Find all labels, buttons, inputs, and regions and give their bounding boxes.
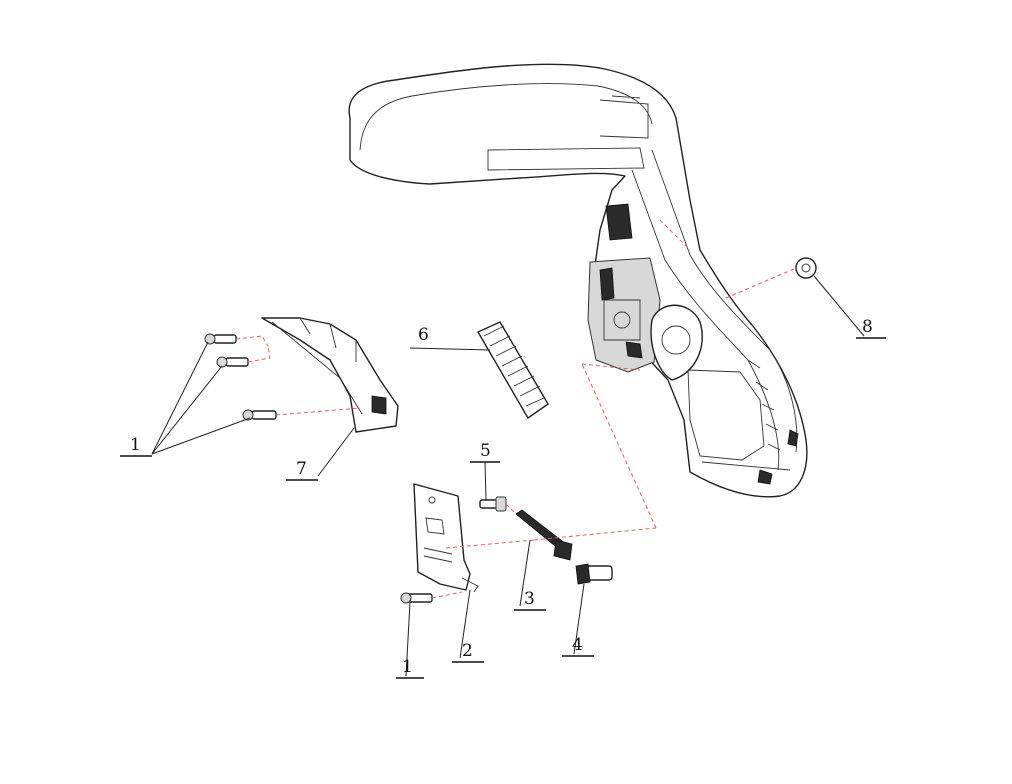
assembly-dashed-lines [235, 219, 797, 599]
callout-8-washer: 8 [862, 317, 873, 337]
part-1-screw-middle [216, 356, 249, 368]
part-6-spring [477, 321, 549, 419]
part-3-long-bolt [515, 509, 573, 561]
callout-7-bracket: 7 [296, 459, 307, 479]
callout-2-plate: 2 [462, 641, 473, 661]
part-4-nut [575, 563, 613, 585]
callout-6-spring: 6 [418, 325, 429, 345]
part-1-screw-upper [204, 333, 237, 345]
callout-1-screw-plate: 1 [402, 657, 413, 677]
leader-lines [120, 275, 886, 679]
part-1-screw-lower [242, 409, 277, 421]
part-2-plate [413, 483, 479, 593]
callout-3-bolt: 3 [524, 589, 535, 609]
part-5-small-screw [479, 496, 507, 512]
part-7-bracket [261, 317, 399, 433]
callout-4-nut: 4 [572, 635, 583, 655]
callout-1-screws: 1 [130, 435, 141, 455]
part-1-screw-plate [400, 592, 433, 604]
handle-housing-assembly [348, 63, 808, 498]
part-8-washer [795, 257, 817, 279]
callout-5-small-screw: 5 [480, 441, 491, 461]
